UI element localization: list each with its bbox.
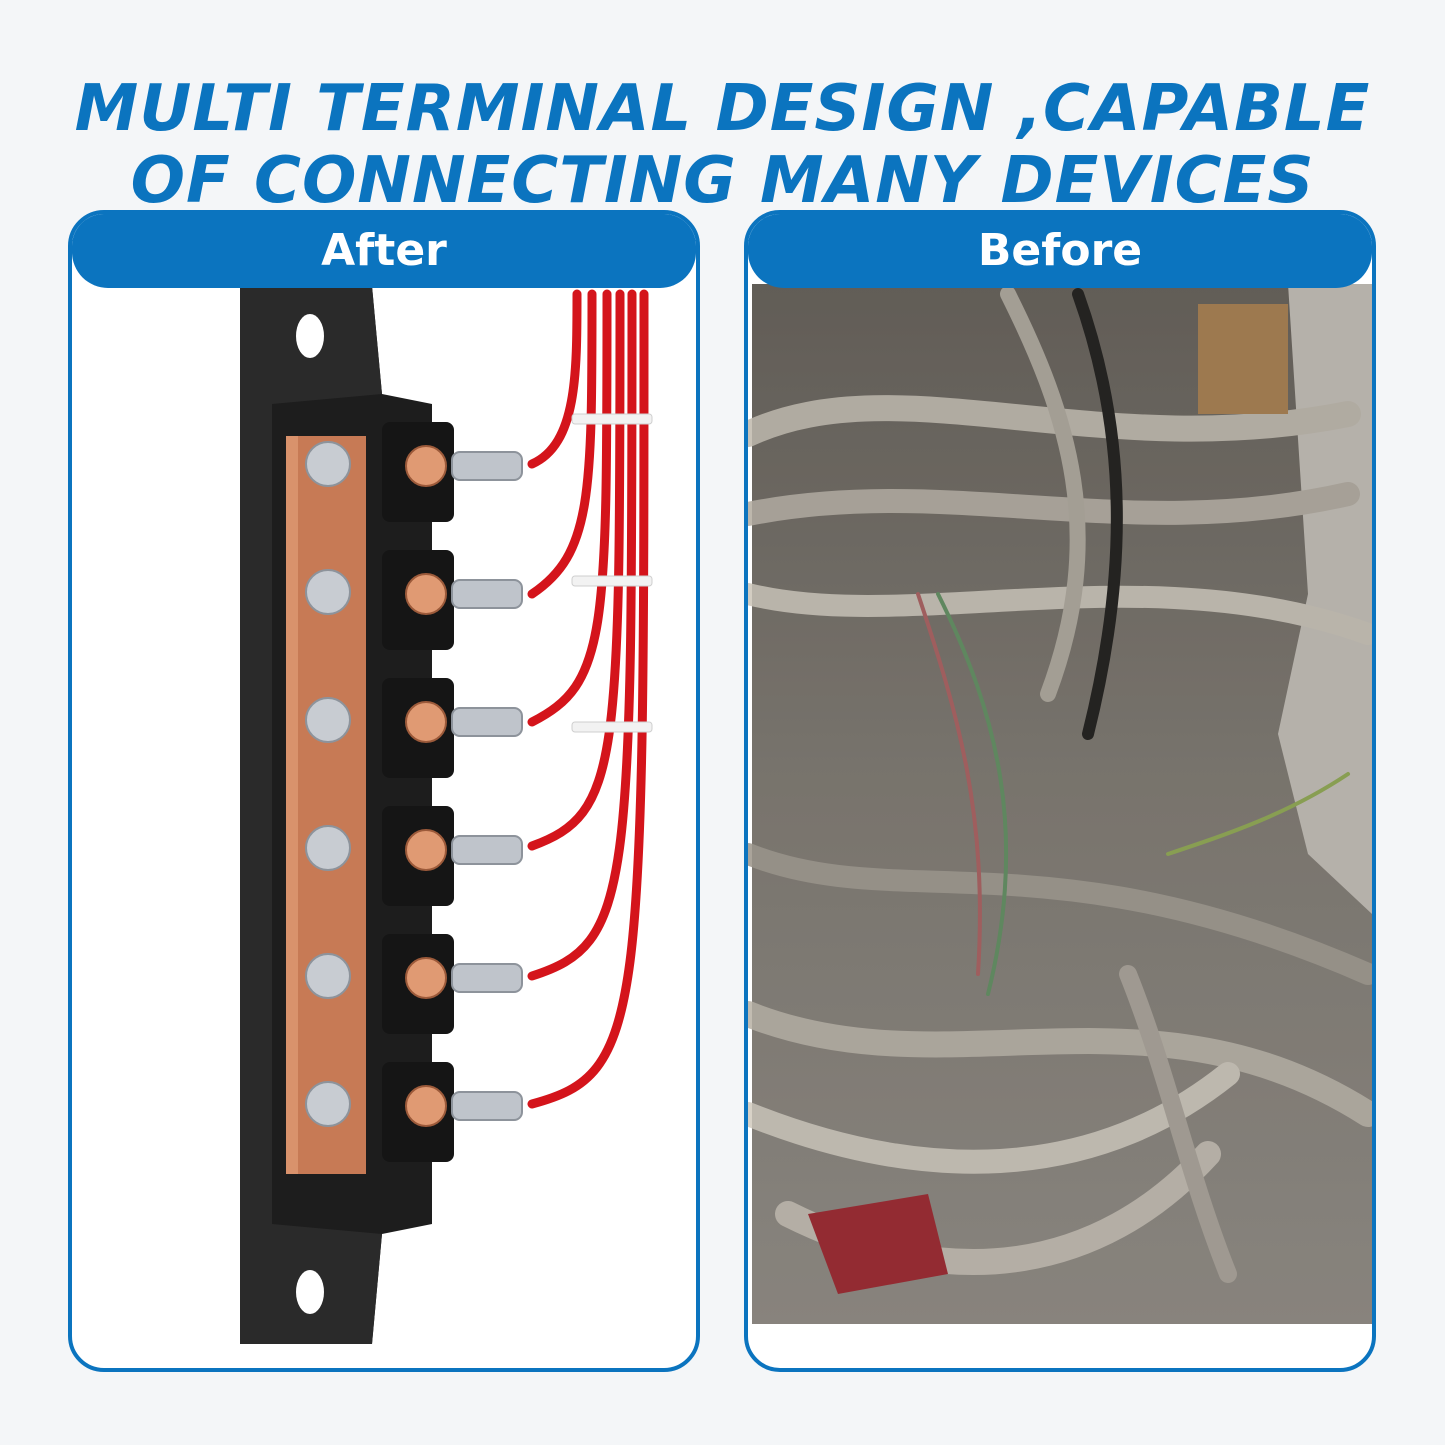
before-panel-body <box>748 214 1372 1368</box>
before-panel-label: Before <box>748 214 1372 288</box>
copper-busbar <box>286 436 366 1174</box>
headline-line-1: MULTI TERMINAL DESIGN ,CAPABLE <box>74 71 1371 146</box>
busbar-studs <box>305 441 351 1127</box>
after-panel-label: After <box>72 214 696 288</box>
after-panel-body <box>72 214 696 1368</box>
after-panel: After <box>68 210 700 1372</box>
before-panel: Before <box>744 210 1376 1372</box>
messy-wiring-photo <box>748 284 1372 1324</box>
busbar-photo <box>240 286 653 1344</box>
zip-ties <box>571 413 653 733</box>
headline-line-2: OF CONNECTING MANY DEVICES <box>130 143 1315 218</box>
ring-lugs <box>405 445 523 1127</box>
headline: MULTI TERMINAL DESIGN ,CAPABLE OF CONNEC… <box>0 73 1445 217</box>
